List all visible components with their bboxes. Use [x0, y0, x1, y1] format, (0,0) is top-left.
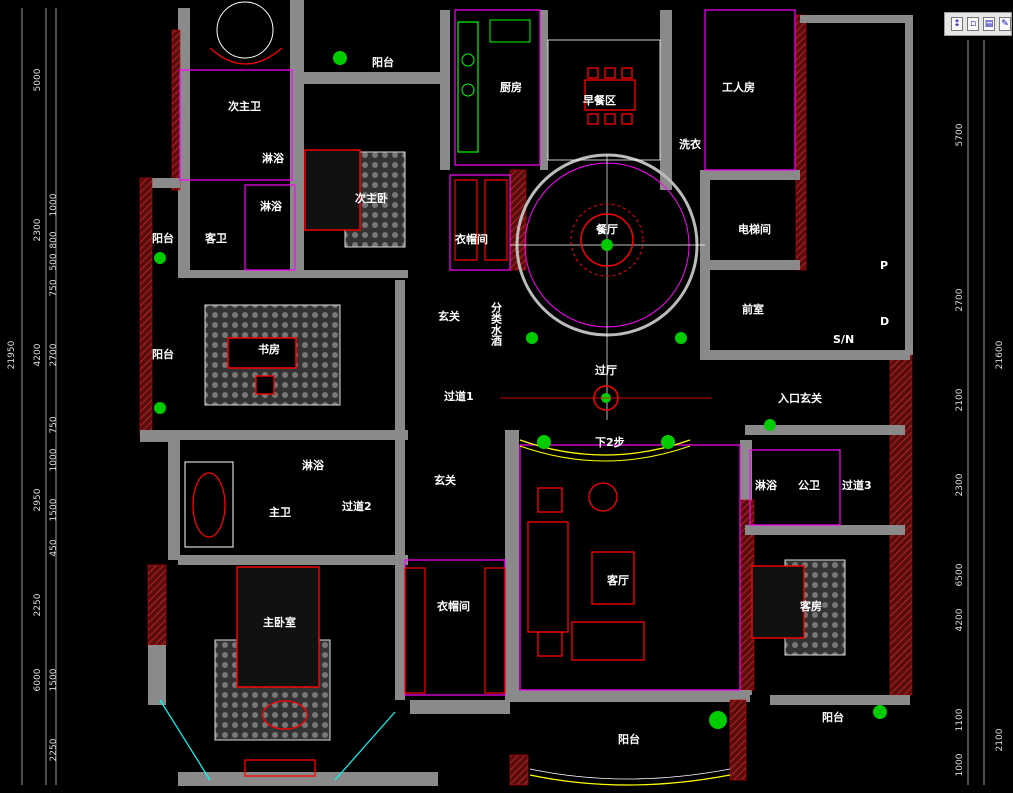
- room-label-shower-4: 淋浴: [755, 478, 778, 492]
- walls: [139, 0, 913, 786]
- cad-toolbar[interactable]: ↕ ▫ ▤ ✎: [944, 12, 1012, 36]
- round-bath: [209, 1, 283, 65]
- right-dimension-label: 1000: [955, 753, 965, 776]
- properties-icon[interactable]: ▤: [983, 17, 995, 31]
- room-label-dining: 餐厅: [595, 222, 618, 236]
- right-dimension-label: 2100: [955, 388, 965, 411]
- room-label-balcony-top: 阳台: [372, 55, 394, 69]
- room-label-bath-secondary: 次主卫: [228, 99, 261, 113]
- room-label-laundry: 洗衣: [679, 137, 702, 151]
- breakfast-table: [584, 67, 636, 125]
- left-dimension-label: 2250: [33, 593, 43, 616]
- left-dimension-label: 800: [49, 231, 59, 248]
- room-label-shower-1: 淋浴: [262, 151, 285, 165]
- room-label-living: 客厅: [606, 573, 629, 587]
- left-dimension-label: 1000: [49, 193, 59, 216]
- room-label-elevator: 电梯间: [738, 222, 771, 236]
- living-furniture: [527, 482, 645, 661]
- dining-room: [510, 153, 705, 420]
- room-label-master-bedroom: 主卧室: [263, 615, 296, 629]
- room-label-guest-room: 客房: [799, 599, 822, 613]
- room-label-wardrobe-1: 衣帽间: [455, 232, 488, 246]
- study-desk: [227, 337, 297, 395]
- room-label-guest-bath: 客卫: [204, 231, 227, 245]
- room-label-maid-room: 工人房: [722, 80, 755, 94]
- right-dimension-label: 2300: [955, 473, 965, 496]
- room-label-corridor-3: 过道3: [842, 478, 872, 492]
- plants: [154, 51, 887, 729]
- right-dimension-label: 21600: [995, 340, 1005, 369]
- room-label-study: 书房: [258, 342, 280, 356]
- room-label-master-bath: 主卫: [269, 505, 291, 519]
- left-dimension-label: 2300: [33, 218, 43, 241]
- room-label-corridor-2: 过道2: [342, 499, 372, 513]
- room-label-balcony-right: 阳台: [822, 710, 844, 724]
- beds: [236, 149, 805, 688]
- room-label-balcony-study: 阳台: [152, 347, 174, 361]
- room-label-shower-2: 淋浴: [260, 199, 283, 213]
- left-dimension-label: 5000: [33, 68, 43, 91]
- left-dimension-lines: [21, 8, 57, 785]
- room-label-entrance: 入口玄关: [778, 391, 822, 405]
- left-dimension-label: 1500: [49, 668, 59, 691]
- match-icon[interactable]: ✎: [999, 17, 1011, 31]
- room-label-steps-down: 下2步: [595, 435, 625, 449]
- room-label-breakfast: 早餐区: [583, 93, 616, 107]
- left-dimension-label: 2950: [33, 488, 43, 511]
- room-label-kitchen: 厨房: [500, 80, 522, 94]
- master-bedroom-furniture: [159, 699, 396, 781]
- left-dimension-label: 6000: [33, 668, 43, 691]
- left-dimension-label: 2250: [49, 738, 59, 761]
- right-dimension-label: 1100: [955, 708, 965, 731]
- room-label-pipe-d: D: [880, 315, 889, 328]
- room-label-wardrobe-2: 衣帽间: [437, 599, 470, 613]
- room-label-foyer: 过厅: [595, 363, 617, 377]
- right-dimension-label: 4200: [955, 608, 965, 631]
- balcony-bottom-edge: [529, 768, 731, 786]
- left-dimension-label: 750: [49, 279, 59, 296]
- kitchen-fixtures: [457, 19, 661, 161]
- right-dimensions: 5700 2700 21600 2100 2300 6500 4200 1100 2100 100…: [955, 123, 1005, 776]
- layer-icon[interactable]: ↕: [951, 17, 963, 31]
- left-dimension-label: 1000: [49, 448, 59, 471]
- room-label-balcony-left: 阳台: [152, 231, 174, 245]
- room-label-pipe-p: P: [880, 259, 888, 272]
- room-label-public-bath: 公卫: [798, 479, 820, 492]
- room-label-bedroom-secondary: 次主卧: [355, 191, 388, 205]
- left-dimensions: 5000 1000 2300 800 500 750 2700 4200 21950 750 100…: [7, 68, 59, 761]
- room-label-shower-3: 淋浴: [302, 458, 325, 472]
- left-dimension-label: 450: [49, 539, 59, 556]
- foyer-compass: [500, 385, 712, 462]
- room-label-drinks: 分类水酒: [490, 301, 503, 347]
- left-dimension-label: 21950: [7, 340, 17, 369]
- left-dimension-label: 2700: [49, 343, 59, 366]
- bathtub: [184, 461, 234, 548]
- room-label-entry-1: 玄关: [438, 309, 460, 323]
- left-dimension-label: 1500: [49, 498, 59, 521]
- room-label-corridor-1: 过道1: [444, 389, 474, 403]
- room-label-front-hall: 前室: [742, 302, 764, 316]
- right-dimension-label: 6500: [955, 563, 965, 586]
- right-dimension-label: 5700: [955, 123, 965, 146]
- block-icon[interactable]: ▫: [967, 17, 979, 31]
- room-label-balcony-bottom: 阳台: [618, 732, 640, 746]
- room-label-sn: S/N: [833, 333, 854, 346]
- right-dimension-label: 2700: [955, 288, 965, 311]
- right-dimension-label: 2100: [995, 728, 1005, 751]
- room-label-entry-2: 玄关: [434, 473, 456, 487]
- right-dimension-lines: [967, 40, 985, 785]
- left-dimension-label: 500: [49, 253, 59, 270]
- left-dimension-label: 4200: [33, 343, 43, 366]
- wardrobes: [404, 179, 508, 694]
- left-dimension-label: 750: [49, 416, 59, 433]
